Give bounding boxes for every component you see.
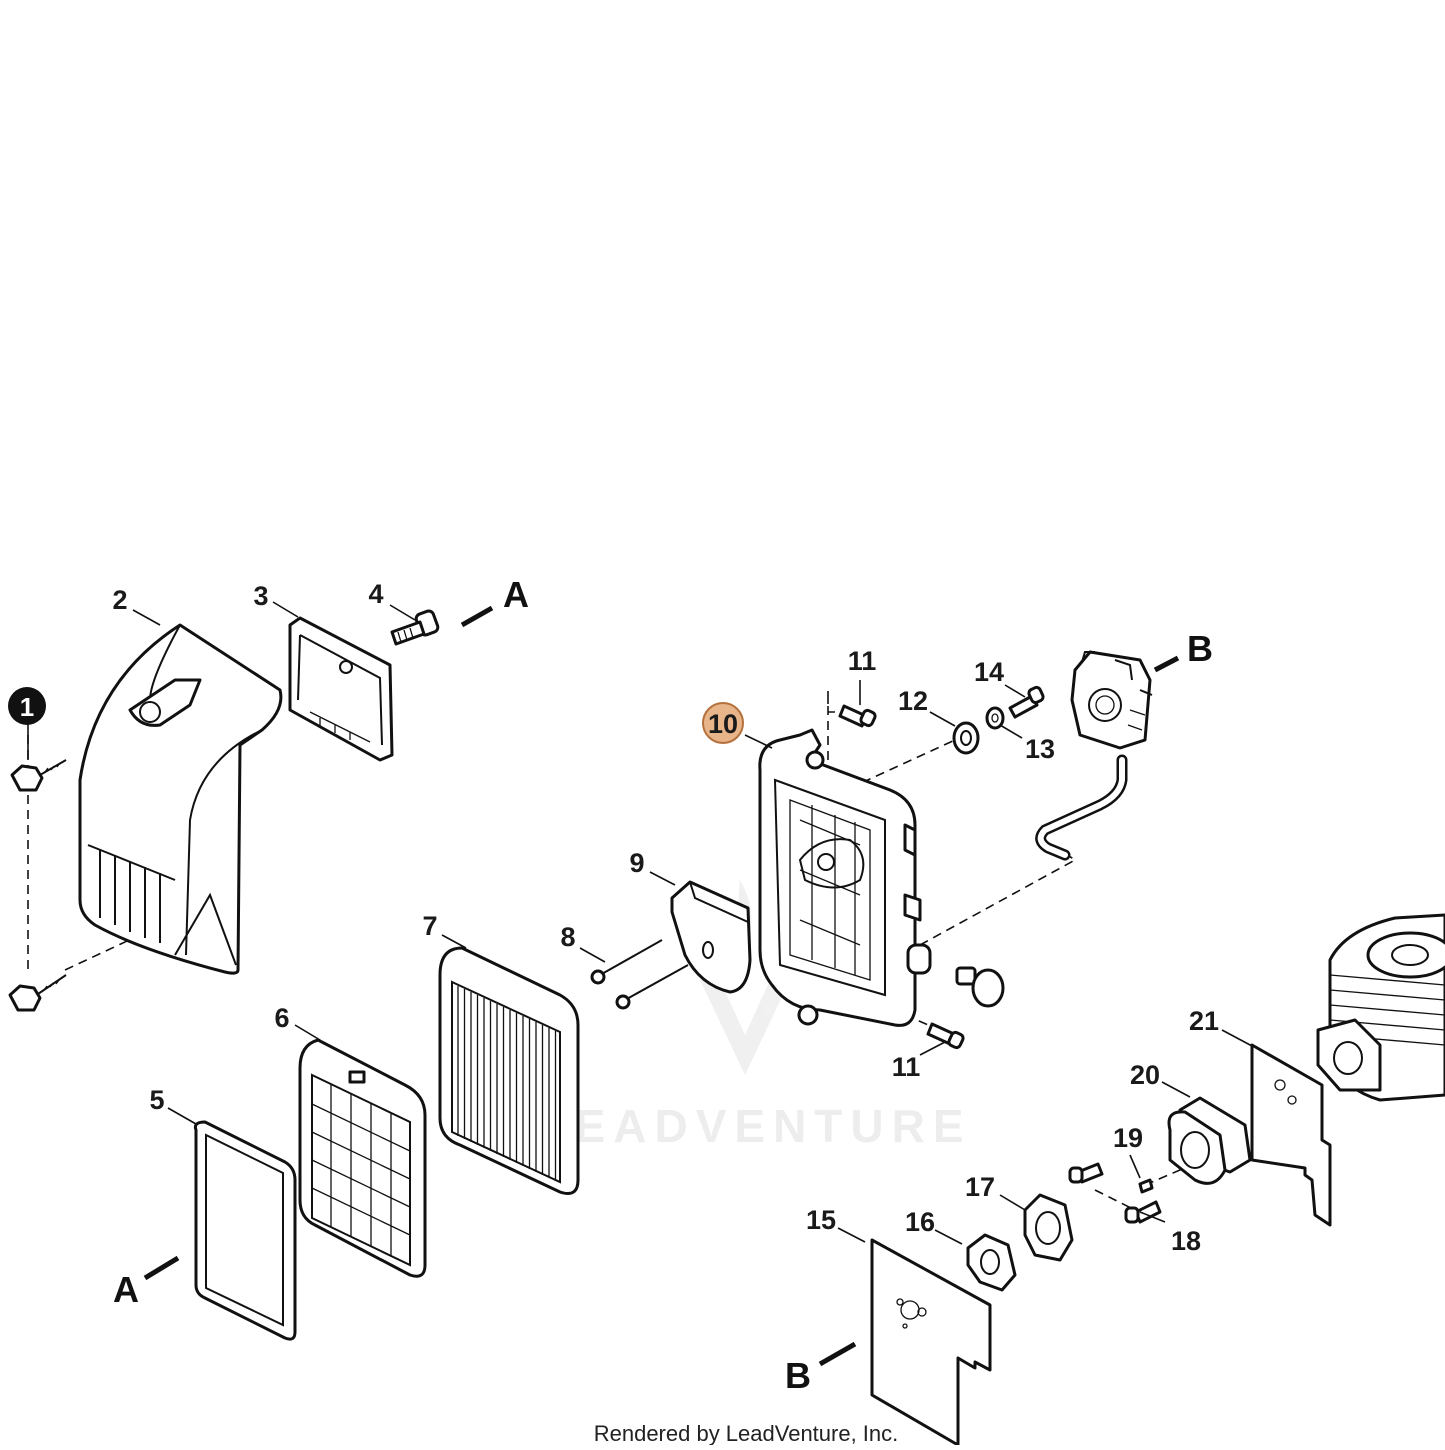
section-b-bottom[interactable]: B xyxy=(785,1355,811,1396)
fuel-line[interactable] xyxy=(1035,754,1128,861)
screw-18-lower[interactable] xyxy=(1124,1200,1162,1224)
callout-11-bottom[interactable]: 11 xyxy=(892,1052,921,1082)
leader-lines xyxy=(27,601,1253,1245)
callout-16[interactable]: 16 xyxy=(905,1207,935,1237)
callout-6[interactable]: 6 xyxy=(274,1003,289,1033)
intake-flange-20[interactable] xyxy=(1167,1096,1252,1185)
callout-10-label: 10 xyxy=(708,709,738,739)
cylinder[interactable] xyxy=(1316,913,1445,1102)
grommet-12[interactable] xyxy=(952,721,980,755)
callout-7[interactable]: 7 xyxy=(422,911,437,941)
washer-13[interactable] xyxy=(985,706,1005,730)
air-filter-housing-10[interactable] xyxy=(758,728,932,1027)
watermark-text: LEADVENTURE xyxy=(538,1100,971,1152)
gasket-21[interactable] xyxy=(1250,1043,1332,1227)
callout-15[interactable]: 15 xyxy=(806,1205,836,1235)
filter-frame-6[interactable] xyxy=(298,1038,427,1278)
screw-11-top[interactable] xyxy=(838,704,877,728)
callout-11-top[interactable]: 11 xyxy=(848,646,877,676)
air-filter-7[interactable] xyxy=(438,946,580,1195)
screw-18-upper[interactable] xyxy=(1068,1162,1104,1184)
callout-17[interactable]: 17 xyxy=(965,1172,995,1202)
callout-4[interactable]: 4 xyxy=(368,579,383,609)
screw-1-bottom[interactable] xyxy=(8,974,67,1012)
gasket-5[interactable] xyxy=(193,1120,297,1341)
section-a-bottom[interactable]: A xyxy=(113,1269,139,1310)
callout-19[interactable]: 19 xyxy=(1113,1123,1143,1153)
section-markers: A A B B xyxy=(113,574,1213,1396)
screw-11-bottom[interactable] xyxy=(926,1022,965,1050)
cover-plate[interactable] xyxy=(288,616,394,762)
gasket-15[interactable] xyxy=(870,1238,992,1447)
gasket-16[interactable] xyxy=(966,1233,1017,1292)
callout-20[interactable]: 20 xyxy=(1130,1060,1160,1090)
filter-pleats xyxy=(457,986,557,1181)
callout-1-label: 1 xyxy=(20,692,34,722)
callout-2[interactable]: 2 xyxy=(112,585,127,615)
callout-21[interactable]: 21 xyxy=(1189,1006,1219,1036)
callout-3[interactable]: 3 xyxy=(253,581,268,611)
section-a-top[interactable]: A xyxy=(503,574,529,615)
callout-1[interactable]: 1 xyxy=(8,687,46,725)
filter-cover[interactable] xyxy=(78,623,283,975)
spacer-17[interactable] xyxy=(1023,1193,1074,1262)
callout-5[interactable]: 5 xyxy=(149,1085,164,1115)
callout-8[interactable]: 8 xyxy=(560,922,575,952)
callout-13[interactable]: 13 xyxy=(1025,734,1055,764)
section-marker-lines xyxy=(143,605,1180,1367)
callout-14[interactable]: 14 xyxy=(974,657,1004,687)
callout-labels: 2 3 4 5 6 7 8 9 11 11 12 13 14 15 16 17 … xyxy=(112,579,1219,1256)
render-credit: Rendered by LeadVenture, Inc. xyxy=(594,1421,899,1445)
section-b-top[interactable]: B xyxy=(1187,628,1213,669)
watermark: LEADVENTURE xyxy=(538,880,971,1152)
baffle-9[interactable] xyxy=(670,880,752,994)
callout-10[interactable]: 10 xyxy=(702,702,744,744)
carburetor[interactable] xyxy=(1070,650,1153,750)
callout-9[interactable]: 9 xyxy=(629,848,644,878)
primer-bulb[interactable] xyxy=(955,966,1005,1008)
long-screw-8b[interactable] xyxy=(615,964,689,1010)
screw-14[interactable] xyxy=(1008,685,1045,719)
long-screw-8a[interactable] xyxy=(590,939,663,985)
callout-12[interactable]: 12 xyxy=(898,686,928,716)
screw-1-top[interactable] xyxy=(10,759,67,792)
clip-19[interactable] xyxy=(1138,1178,1154,1194)
callout-18[interactable]: 18 xyxy=(1171,1226,1201,1256)
screw-4[interactable] xyxy=(390,609,440,646)
